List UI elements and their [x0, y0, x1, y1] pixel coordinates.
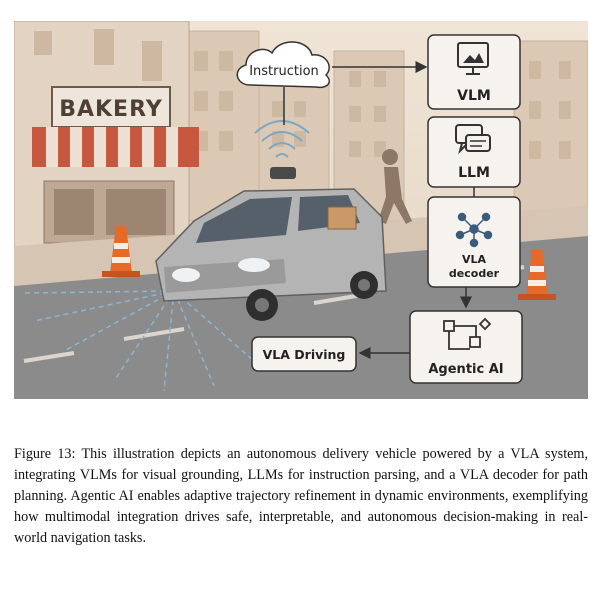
llm-box: LLM [427, 116, 521, 188]
vla-decoder-label-line1: VLA [462, 253, 487, 266]
bakery-building: BAKERY [13, 20, 199, 252]
bakery-sign-text: BAKERY [59, 97, 163, 122]
vla-scene: BAKERY [13, 20, 589, 399]
vla-decoder-label-line2: decoder [449, 267, 500, 280]
bakery-sign [51, 86, 171, 128]
traffic-cone-right [518, 249, 556, 300]
vlm-label: VLM [457, 88, 491, 104]
headlight-left [172, 268, 200, 282]
lidar-rays [23, 290, 255, 392]
headlight-right [238, 258, 270, 272]
agentic-ai-label: Agentic AI [428, 362, 503, 377]
instruction-cloud-label: Instruction [249, 64, 319, 79]
package-icon [327, 206, 357, 230]
chat-bubble-icon [455, 124, 491, 155]
caption-text: This illustration depicts an autonomous … [14, 446, 589, 546]
roof-sensor [270, 167, 296, 179]
traffic-cone-left [102, 226, 140, 277]
figure-label: Figure 13: [14, 446, 76, 462]
pedestrian [378, 149, 412, 224]
vla-driving-box: VLA Driving [251, 336, 357, 372]
workflow-icon [443, 317, 492, 350]
agentic-ai-box: Agentic AI [409, 310, 523, 384]
vla-decoder-box: VLA decoder [427, 196, 521, 288]
vlm-box: VLM [427, 34, 521, 110]
instruction-cloud: Instruction [236, 41, 330, 89]
delivery-vehicle [155, 167, 387, 321]
figure-illustration: BAKERY [13, 20, 589, 399]
figure-caption: Figure 13: This illustration depicts an … [14, 444, 588, 549]
building-windows [194, 51, 571, 159]
llm-label: LLM [458, 165, 490, 181]
monitor-icon [457, 42, 489, 75]
signal-waves [254, 120, 310, 158]
vla-driving-label: VLA Driving [263, 347, 346, 362]
network-graph-icon [455, 212, 493, 248]
